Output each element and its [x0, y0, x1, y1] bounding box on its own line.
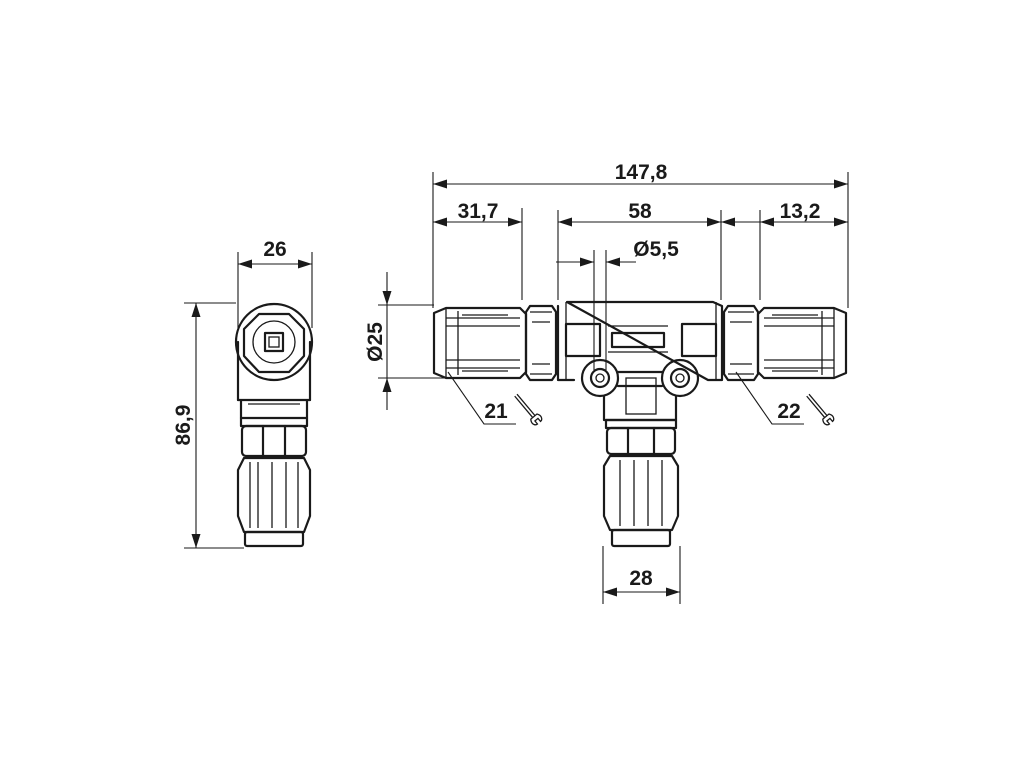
dim-left-section-label: 31,7 [458, 200, 499, 223]
dim-side-width-label: 26 [263, 238, 286, 261]
dim-total-length-label: 147,8 [615, 161, 668, 184]
tee-body [556, 300, 724, 422]
dim-body-diameter-label: Ø25 [364, 322, 387, 362]
side-view-knurled-nut [236, 456, 312, 548]
side-view-head [234, 302, 314, 402]
drop-connector [602, 418, 680, 548]
dim-center-span: 58 [557, 200, 722, 300]
right-connector [722, 304, 848, 382]
dim-right-section: 13,2 [721, 200, 848, 300]
callout-left-wrench-label: 21 [484, 400, 508, 423]
front-view: 147,8 31,7 58 13,2 Ø5,5 [364, 161, 849, 604]
left-connector [432, 304, 558, 382]
wrench-icon [806, 393, 835, 426]
dim-center-span-label: 58 [628, 200, 652, 223]
side-view-collar [236, 398, 312, 458]
dim-left-section: 31,7 [433, 200, 523, 300]
dim-side-width: 26 [237, 238, 313, 328]
dim-side-height: 86,9 [172, 302, 244, 549]
dim-body-diameter: Ø25 [364, 272, 444, 410]
wrench-icon [514, 393, 543, 426]
dim-drop-width: 28 [602, 546, 681, 604]
callout-right-wrench: 22 [735, 371, 835, 426]
dim-hole-diameter-label: Ø5,5 [633, 238, 679, 261]
dim-side-height-label: 86,9 [172, 405, 195, 446]
dim-hole-diameter: Ø5,5 [556, 238, 679, 370]
dim-drop-width-label: 28 [629, 567, 653, 590]
side-view: 26 86,9 [172, 238, 314, 549]
dim-right-section-label: 13,2 [780, 200, 821, 223]
callout-right-wrench-label: 22 [777, 400, 800, 423]
callout-left-wrench: 21 [447, 371, 543, 426]
dim-total-length: 147,8 [432, 161, 849, 308]
